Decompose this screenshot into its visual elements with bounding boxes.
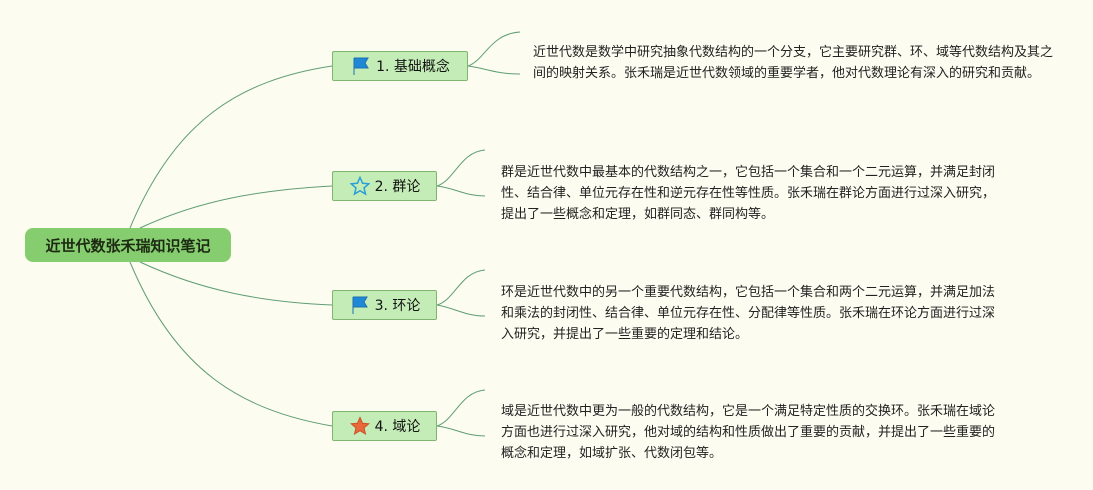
note-basic-concepts: 近世代数是数学中研究抽象代数结构的一个分支，它主要研究群、环、域等代数结构及其之… <box>533 45 1054 81</box>
root-title: 近世代数张禾瑞知识笔记 <box>45 236 211 255</box>
note-link-1b <box>467 65 521 75</box>
topic-group-theory[interactable]: 2. 群论 <box>332 171 437 201</box>
note-group-theory: 群是近世代数中最基本的代数结构之一，它包括一个集合和一个二元运算，并满足封闭性、… <box>501 165 996 222</box>
topic-label: 2. 群论 <box>374 179 421 195</box>
star-filled-icon <box>349 415 371 437</box>
root-link-1 <box>129 65 333 229</box>
note-link-3a <box>436 269 486 306</box>
topic-label: 3. 环论 <box>374 298 421 314</box>
topic-ring-theory[interactable]: 3. 环论 <box>332 290 437 320</box>
note-link-4b <box>436 425 486 437</box>
topic-label: 4. 域论 <box>374 419 421 435</box>
flag-icon <box>349 294 371 316</box>
root-link-3 <box>139 261 333 306</box>
root-link-4 <box>129 261 333 427</box>
note-link-4a <box>436 389 486 427</box>
note-link-2a <box>436 149 486 187</box>
root-link-2 <box>139 185 333 229</box>
topic-field-theory[interactable]: 4. 域论 <box>332 411 437 441</box>
note-ring-theory: 环是近世代数中的另一个重要代数结构，它包括一个集合和两个二元运算，并满足加法和乘… <box>501 285 996 342</box>
note-link-2b <box>436 185 486 197</box>
topic-label: 1. 基础概念 <box>376 59 450 75</box>
topic-basic-concepts[interactable]: 1. 基础概念 <box>332 51 468 81</box>
note-link-3b <box>436 304 486 317</box>
star-outline-icon <box>349 175 371 197</box>
note-field-theory: 域是近世代数中更为一般的代数结构，它是一个满足特定性质的交换环。张禾瑞在域论方面… <box>501 404 996 461</box>
note-link-1a <box>467 31 521 67</box>
root-topic[interactable]: 近世代数张禾瑞知识笔记 <box>25 228 231 262</box>
flag-icon <box>350 55 372 77</box>
